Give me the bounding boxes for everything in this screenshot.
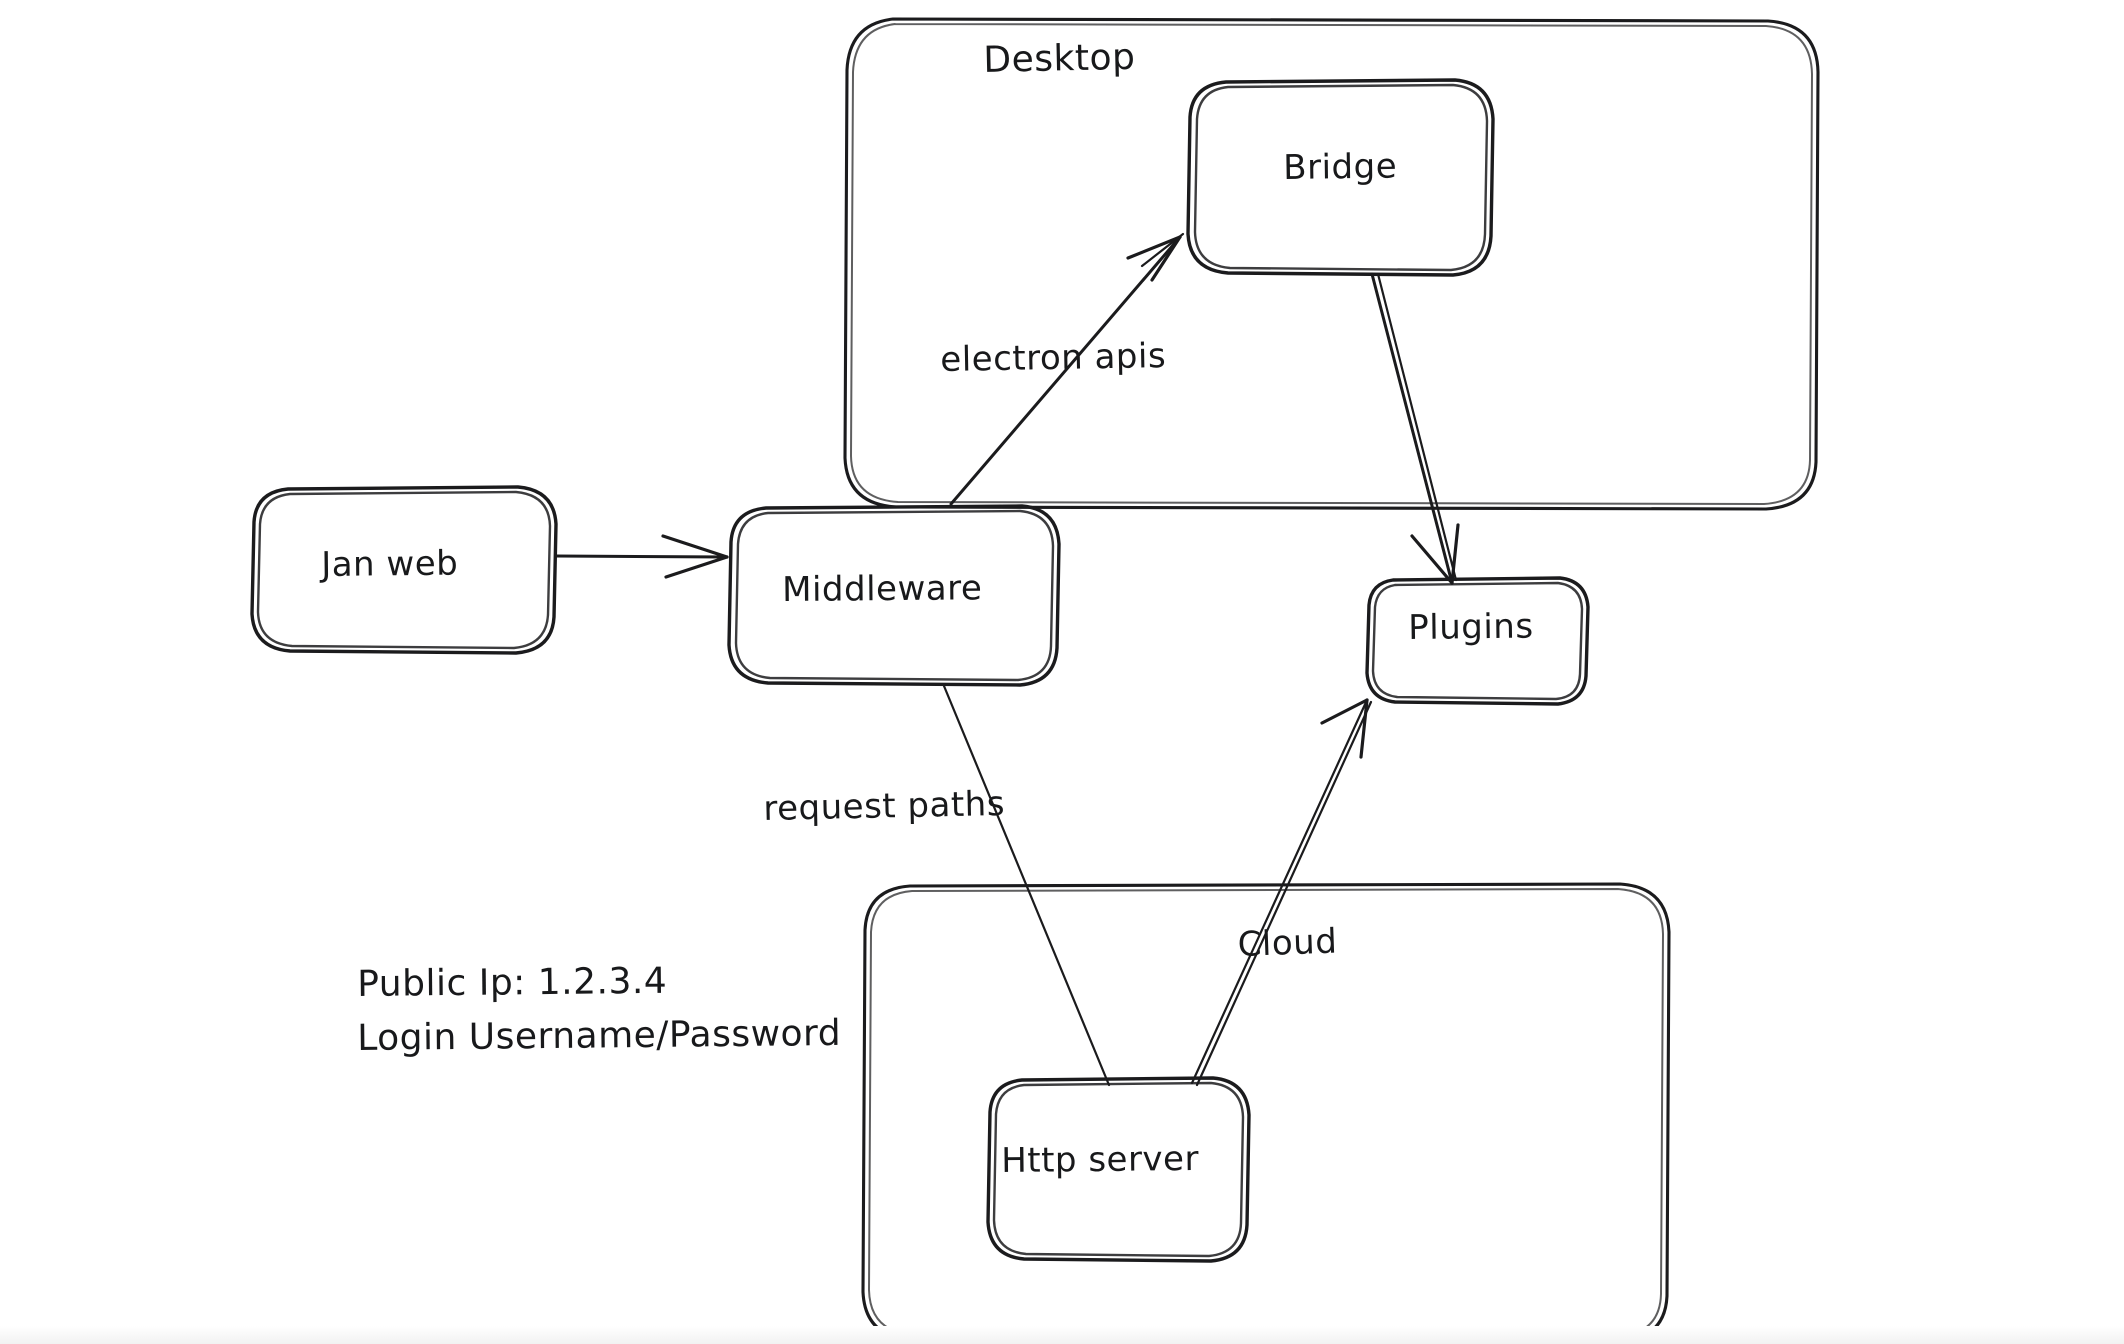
edge-httpserver-to-plugins (1190, 698, 1373, 1087)
node-bridge[interactable] (1186, 78, 1495, 277)
node-jan-web[interactable] (250, 485, 558, 655)
edge-janweb-to-middleware (554, 534, 729, 579)
node-middleware[interactable] (727, 504, 1061, 687)
edge-middleware-to-bridge (949, 232, 1185, 506)
group-cloud (861, 882, 1671, 1344)
group-desktop (843, 17, 1820, 511)
edge-bridge-to-plugins (1370, 272, 1460, 585)
node-plugins[interactable] (1365, 576, 1590, 706)
edge-middleware-to-httpserver (942, 684, 1111, 1087)
node-http-server[interactable] (986, 1076, 1251, 1263)
